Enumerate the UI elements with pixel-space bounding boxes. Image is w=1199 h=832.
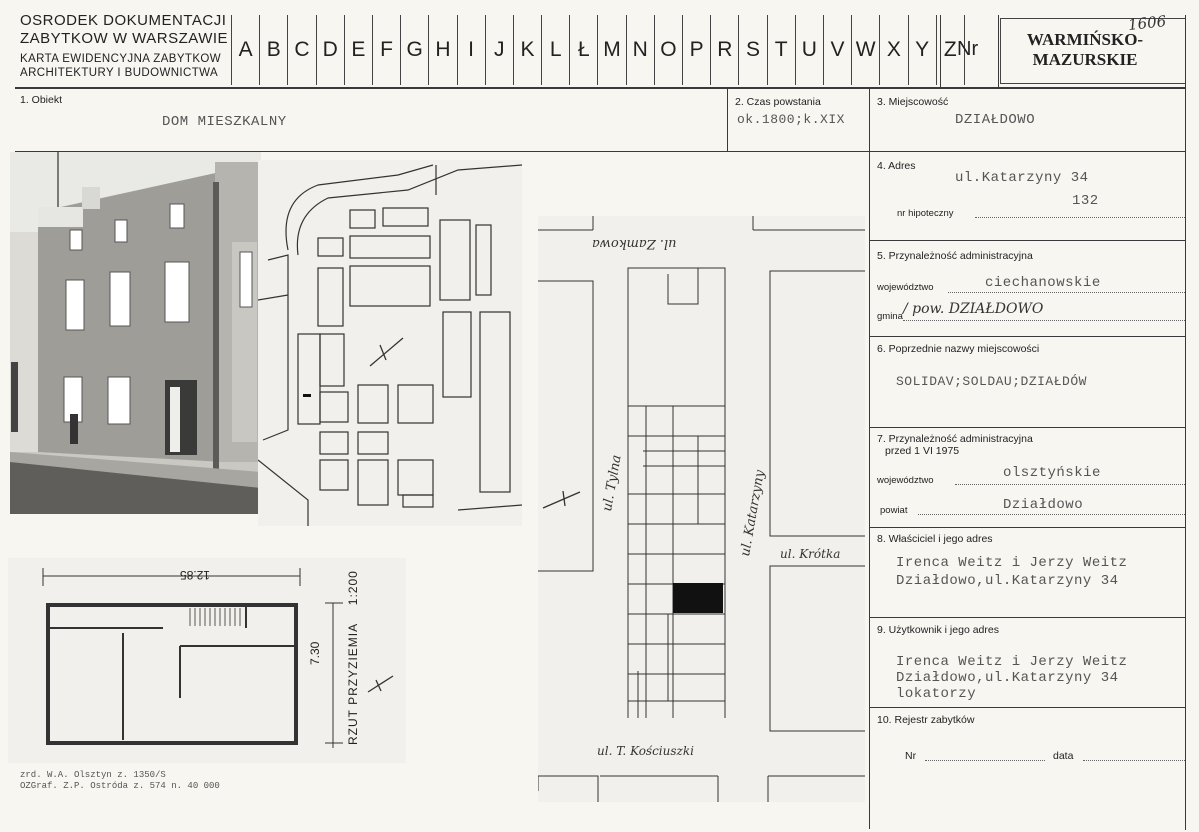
label-przynaleznosc: 5. Przynależność administracyjna (877, 250, 1033, 262)
index-letter: S (739, 15, 768, 85)
uzytkownik-line-1: Irenca Weitz i Jerzy Weitz (896, 654, 1128, 670)
label-gmina: gmina (877, 311, 903, 322)
label-poprzednie: 6. Poprzednie nazwy miejscowości (877, 343, 1040, 355)
index-letter: Z (937, 15, 965, 85)
index-letter: W (852, 15, 881, 85)
region-line-2: MAZURSKIE (1032, 50, 1138, 69)
value-obiekt: DOM MIESZKALNY (162, 114, 287, 130)
location-map-drawing (257, 164, 523, 526)
value-miejscowosc: DZIAŁDOWO (955, 112, 1036, 128)
index-letter: R (711, 15, 740, 85)
label-adres: 4. Adres (877, 160, 916, 172)
index-letter: L (542, 15, 571, 85)
index-letter: X (880, 15, 909, 85)
institution-line-2: ZABYTKOW W WARSZAWIE (20, 30, 229, 47)
floor-plan-drawing (42, 568, 394, 748)
index-letter: U (796, 15, 824, 85)
index-letter: J (486, 15, 514, 85)
index-letter: P (683, 15, 712, 85)
index-letter: F (373, 15, 402, 85)
label-wojewodztwo-7: województwo (877, 475, 934, 486)
building-photo-image (10, 152, 261, 514)
institution-line-1: OSRODEK DOKUMENTACJI (20, 12, 227, 29)
index-letter: M (598, 15, 627, 85)
index-letter: Y (909, 15, 937, 85)
value-powiat: Działdowo (1003, 497, 1084, 513)
index-letter: K (514, 15, 543, 85)
nr-label: Nr (957, 38, 979, 60)
index-letter: D (317, 15, 345, 85)
card-type-line-1: KARTA EWIDENCYJNA ZABYTKOW (20, 53, 222, 65)
street-krotka: ul. Krótka (780, 547, 841, 561)
index-letter: C (288, 15, 317, 85)
value-wojewodztwo-5: ciechanowskie (985, 275, 1101, 291)
street-kosciuszki: ul. T. Kościuszki (597, 744, 694, 758)
floor-plan-depth-dim: 7.30 (308, 641, 322, 665)
index-letter: Ł (570, 15, 599, 85)
index-letter: H (429, 15, 458, 85)
label-przyn1975: 7. Przynależność administracyjna przed 1… (877, 433, 1033, 457)
floor-plan-caption: RZUT PRZYZIEMIA 1:200 (346, 570, 360, 745)
value-wojewodztwo-7: olsztyńskie (1003, 465, 1101, 481)
wlasciciel-line-2: Działdowo,ul.Katarzyny 34 (896, 573, 1119, 589)
print-info-line-2: OZGraf. Z.P. Ostróda z. 574 n. 40 000 (20, 781, 220, 791)
street-zamkowa: ul. Zamkowa (592, 236, 677, 251)
card-type-line-2: ARCHITEKTURY I BUDOWNICTWA (20, 67, 219, 79)
card-type: KARTA EWIDENCYJNA ZABYTKOW ARCHITEKTURY … (20, 52, 221, 80)
label-wojewodztwo-5: województwo (877, 282, 934, 293)
label-przyn1975-line-1: 7. Przynależność administracyjna (877, 433, 1033, 445)
site-plan-drawing (537, 216, 865, 802)
value-czas: ok.1800;k.XIX (737, 112, 845, 127)
print-info: zrd. W.A. Olsztyn z. 1350/S OZGraf. Z.P.… (20, 770, 220, 792)
index-letter: G (401, 15, 430, 85)
floor-plan-width-dim: 12.85 (180, 568, 211, 582)
value-uzytkownik: Irenca Weitz i Jerzy Weitz Działdowo,ul.… (896, 654, 1127, 702)
value-adres: ul.Katarzyny 34 (955, 170, 1089, 186)
index-letter: A (232, 15, 261, 85)
floor-plan-scale: 1:200 (346, 570, 360, 606)
label-powiat: powiat (880, 505, 908, 516)
index-letter: O (655, 15, 683, 85)
label-wlasciciel: 8. Właściciel i jego adres (877, 533, 993, 545)
floor-plan-caption-text: RZUT PRZYZIEMIA (346, 623, 360, 745)
building-photo (10, 152, 261, 514)
label-przyn1975-line-2: przed 1 VI 1975 (885, 445, 960, 457)
value-hipoteczny: 132 (1072, 193, 1099, 209)
label-uzytkownik: 9. Użytkownik i jego adres (877, 624, 999, 636)
index-letter: I (458, 15, 486, 85)
location-map (257, 160, 523, 526)
index-letter: N (627, 15, 655, 85)
label-rejestr: 10. Rejestr zabytków (877, 714, 975, 726)
index-letter: B (260, 15, 289, 85)
value-poprzednie: SOLIDAV;SOLDAU;DZIAŁDÓW (896, 374, 1087, 389)
label-rejestr-nr: Nr (905, 750, 917, 762)
region-name: WARMIŃSKO- MAZURSKIE (1005, 30, 1165, 70)
label-rejestr-data: data (1053, 750, 1074, 762)
label-czas: 2. Czas powstania (735, 96, 821, 108)
label-hipoteczny: nr hipoteczny (897, 208, 954, 219)
index-letter: V (824, 15, 853, 85)
index-letter: T (768, 15, 796, 85)
institution-name: OSRODEK DOKUMENTACJI ZABYTKOW W WARSZAWI… (20, 12, 228, 48)
region-box (1000, 18, 1186, 84)
uzytkownik-line-2: Działdowo,ul.Katarzyny 34 (896, 670, 1119, 686)
label-miejscowosc: 3. Miejscowość (877, 96, 949, 108)
uzytkownik-line-3: lokatorzy (896, 686, 977, 702)
wlasciciel-line-1: Irenca Weitz i Jerzy Weitz (896, 555, 1128, 571)
print-info-line-1: zrd. W.A. Olsztyn z. 1350/S (20, 770, 166, 780)
value-wlasciciel: Irenca Weitz i Jerzy Weitz Działdowo,ul.… (896, 554, 1127, 590)
site-plan (537, 216, 865, 802)
label-obiekt: 1. Obiekt (20, 94, 63, 106)
region-line-1: WARMIŃSKO- (1026, 30, 1144, 49)
index-letter: E (345, 15, 373, 85)
value-gmina: / pow. DZIAŁDOWO (903, 301, 1044, 317)
floor-plan (8, 558, 406, 763)
